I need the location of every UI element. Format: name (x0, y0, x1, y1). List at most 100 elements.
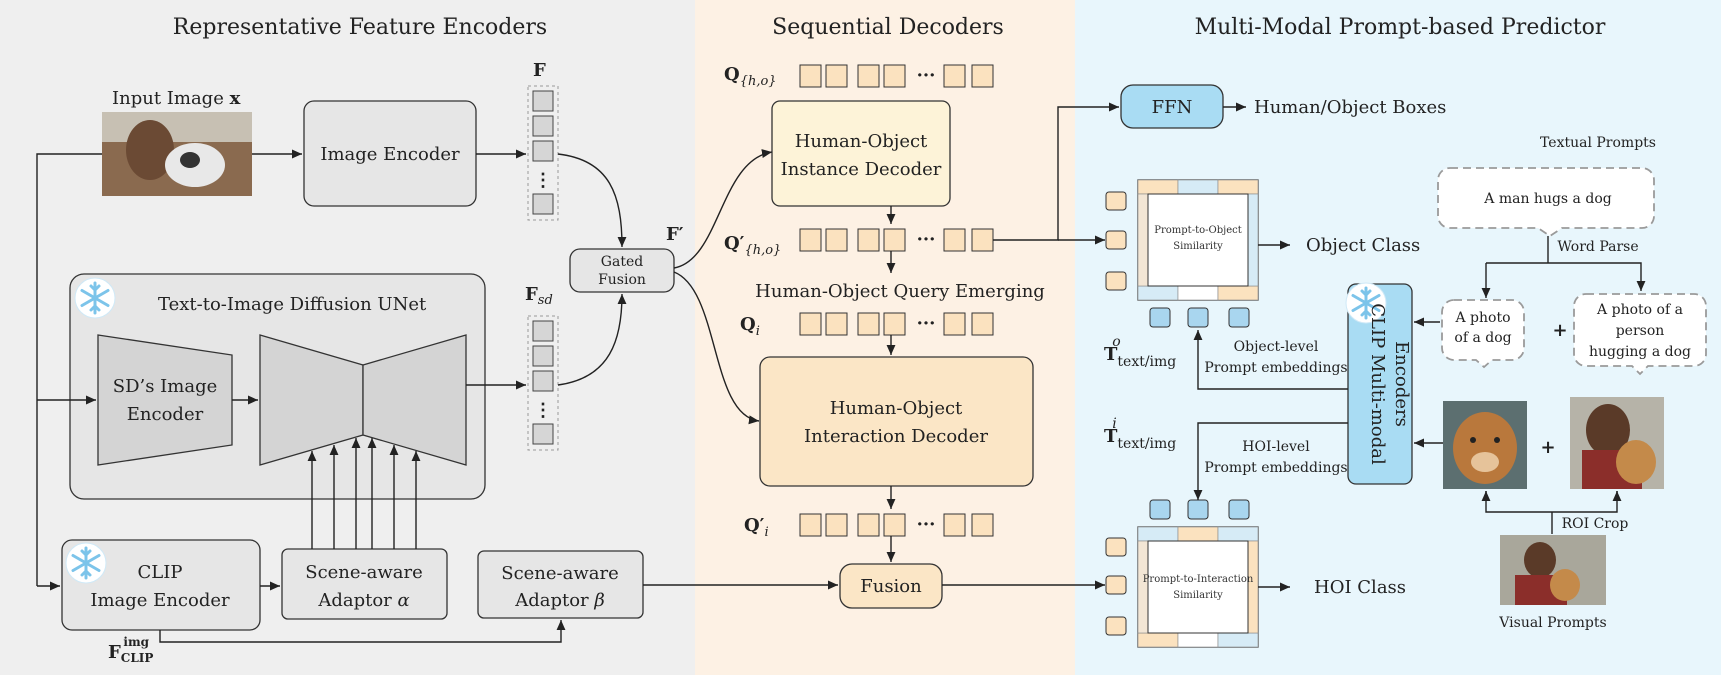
object-class-label: Object Class (1306, 235, 1420, 256)
adaptor-beta-label-line1: Scene-aware (501, 563, 619, 584)
feature-F-cell (532, 140, 554, 162)
query-cell (943, 64, 966, 88)
arrow-Fsd-to-gated (557, 293, 627, 386)
interaction-decoder-box (759, 356, 1034, 487)
prompt-person-line1: A photo of a (1596, 302, 1683, 318)
query-cell (857, 228, 880, 252)
adaptor-alpha-label-line1: Scene-aware (305, 562, 423, 583)
prompt-to-object-matrix (1137, 179, 1259, 301)
query-emerging-label: Human-Object Query Emerging (755, 281, 1045, 302)
feature-F-cell (532, 193, 554, 215)
query-cell (825, 64, 848, 88)
p2o-label-line2: Similarity (1173, 241, 1223, 252)
arrow-Fprime-to-interaction (673, 271, 760, 425)
query-cell (825, 513, 848, 537)
q-i-label: Qi (740, 314, 760, 339)
query-cell (971, 312, 994, 336)
query-cell (883, 64, 906, 88)
prompt-person-line3: hugging a dog (1589, 344, 1691, 360)
unet-up-trapezoid (362, 334, 467, 466)
feature-Fsd-label: Fsd (525, 284, 553, 308)
prompt-dog-bubble (1441, 299, 1525, 369)
object-prompt-cell (1228, 307, 1250, 328)
instance-decoder-label-line1: Human-Object (795, 131, 928, 152)
q-ho-label: Q{h,o} (724, 64, 777, 89)
plus-text-prompts: + (1552, 320, 1567, 341)
query-cell (883, 228, 906, 252)
query-cell (971, 513, 994, 537)
query-cell (825, 228, 848, 252)
gated-fusion-label-line2: Fusion (598, 272, 646, 288)
sd-encoder-label-line2: Encoder (127, 404, 204, 425)
object-prompt-label-line1: Object-level (1234, 339, 1319, 355)
p2i-label-line1: Prompt-to-Interaction (1143, 574, 1254, 585)
feature-Fsd-vdots: ⋮ (534, 400, 552, 421)
clip-multimodal-box (1347, 283, 1413, 485)
decoders-title: Sequential Decoders (772, 15, 1004, 40)
prompt-person-bubble (1573, 293, 1707, 376)
object-query-cell (1105, 271, 1127, 291)
query-cell (857, 312, 880, 336)
visual-prompt-dog-photo (1443, 401, 1527, 489)
visual-prompts-photo (1500, 535, 1606, 605)
feature-Fsd-cell (532, 370, 554, 392)
query-cell (943, 228, 966, 252)
diffusion-unet-label: Text-to-Image Diffusion UNet (158, 294, 427, 315)
feature-Fsd-cell (532, 320, 554, 342)
clip-image-encoder-box (61, 539, 261, 631)
boxes-output-label: Human/Object Boxes (1254, 97, 1446, 118)
interaction-query-cell (1105, 575, 1127, 595)
frozen-snowflake-icon (73, 276, 117, 320)
p2o-label-line1: Prompt-to-Object (1154, 225, 1241, 236)
feature-Fsd-cell (532, 423, 554, 445)
arrow-clip-to-beta (159, 620, 566, 643)
arrow-Fprime-to-instance (673, 149, 773, 269)
feature-Fclip-label: FCLIPimg (108, 635, 153, 665)
object-prompt-cell (1187, 307, 1209, 328)
query-cell (971, 228, 994, 252)
feature-F-cell (532, 115, 554, 137)
query-cell (857, 64, 880, 88)
query-ellipsis: ··· (917, 229, 936, 250)
hoi-class-label: HOI Class (1314, 577, 1406, 598)
fusion-label: Fusion (860, 576, 922, 597)
interaction-decoder-label-line1: Human-Object (830, 398, 963, 419)
arrow-F-to-gated (557, 153, 627, 248)
query-cell (971, 64, 994, 88)
query-ellipsis: ··· (917, 313, 936, 334)
gated-fusion-label-line1: Gated (601, 254, 643, 270)
sentence-text: A man hugs a dog (1483, 191, 1611, 207)
instance-decoder-box (771, 100, 951, 207)
visual-prompts-label: Visual Prompts (1498, 615, 1606, 631)
prompt-dog-line2: of a dog (1454, 330, 1511, 346)
query-ellipsis: ··· (917, 65, 936, 86)
instance-decoder-label-line2: Instance Decoder (781, 159, 942, 180)
feature-F-vdots: ⋮ (534, 170, 552, 191)
arrow-clip-to-object-prompts (1193, 330, 1348, 390)
plus-visual-prompts: + (1540, 437, 1555, 458)
hoi-prompt-label-line1: HOI-level (1242, 439, 1310, 455)
word-parse-label: Word Parse (1557, 239, 1638, 255)
feature-Fsd-cell (532, 345, 554, 367)
t-object-label: Ttext/imgo (1104, 334, 1176, 370)
query-cell (943, 312, 966, 336)
sd-encoder-trapezoid (97, 334, 233, 466)
hoi-prompt-cell (1187, 499, 1209, 520)
image-encoder-label: Image Encoder (320, 144, 460, 165)
visual-prompt-person-photo (1570, 397, 1664, 489)
clip-multimodal-label-line2: Encoders (1391, 341, 1412, 427)
t-interaction-label: Ttext/imgi (1104, 416, 1176, 452)
query-cell (883, 513, 906, 537)
hoi-prompt-label-line2: Prompt embeddings (1204, 460, 1347, 476)
query-ellipsis: ··· (917, 514, 936, 535)
ffn-label: FFN (1152, 97, 1193, 118)
query-cell (825, 312, 848, 336)
feature-Fsd-frame (527, 315, 559, 451)
clip-encoder-label-line1: CLIP (138, 562, 183, 583)
adaptor-alpha-box (281, 548, 448, 620)
feature-Fprime-label: F′ (666, 224, 684, 245)
sentence-bubble (1437, 167, 1655, 238)
interaction-query-cell (1105, 537, 1127, 557)
qprime-ho-label: Q′{h,o} (724, 233, 781, 258)
